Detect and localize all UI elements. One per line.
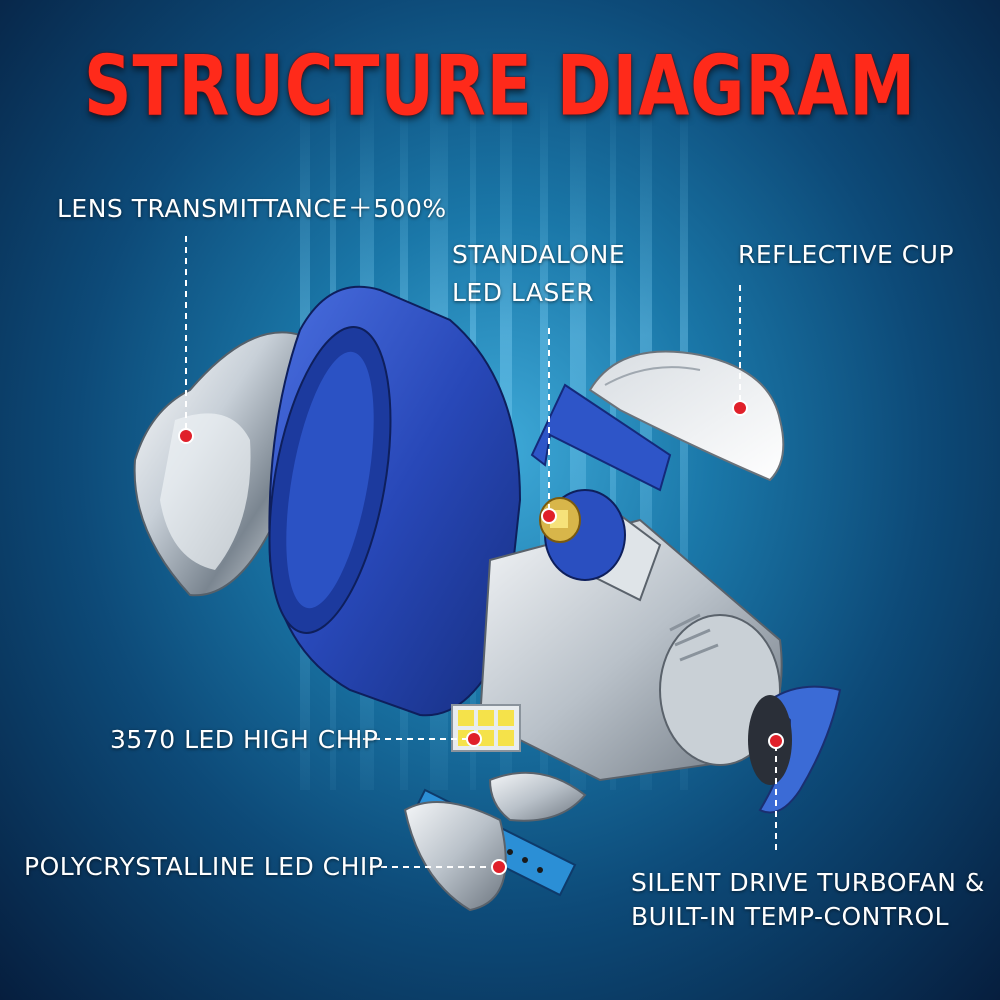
- label-lens-transmittance: LENS TRANSMITTANCE＋500%: [57, 194, 447, 223]
- marker-dots: [178, 400, 784, 875]
- marker-poly-chip: [491, 859, 507, 875]
- leader-lines: [185, 236, 777, 868]
- label-silent-drive-turbofan: SILENT DRIVE TURBOFAN &: [631, 868, 985, 897]
- label-led-laser: LED LASER: [452, 278, 595, 307]
- marker-high-chip: [466, 731, 482, 747]
- diagram-title: STRUCTURE DIAGRAM: [83, 38, 917, 135]
- label-polycrystalline-led-chip: POLYCRYSTALLINE LED CHIP: [24, 852, 384, 881]
- label-standalone: STANDALONE: [452, 240, 626, 269]
- laser-module: [539, 489, 626, 581]
- projector-lens: [133, 331, 306, 597]
- marker-laser: [541, 508, 557, 524]
- marker-cup: [732, 400, 748, 416]
- reflective-cup-part: [588, 350, 785, 482]
- laser-bracket: [530, 383, 672, 492]
- lower-reflector: [488, 771, 587, 822]
- led-high-chip-array: [451, 704, 521, 752]
- heat-sink-body: [478, 498, 783, 782]
- label-reflective-cup: REFLECTIVE CUP: [738, 240, 955, 269]
- blue-housing: [268, 285, 522, 717]
- label-built-in-temp-control: BUILT-IN TEMP-CONTROL: [631, 902, 950, 931]
- polycrystalline-chip-board: [403, 788, 577, 912]
- label-3570-led-high-chip: 3570 LED HIGH CHIP: [110, 725, 379, 754]
- marker-lens: [178, 428, 194, 444]
- turbofan: [748, 685, 842, 814]
- marker-fan: [768, 733, 784, 749]
